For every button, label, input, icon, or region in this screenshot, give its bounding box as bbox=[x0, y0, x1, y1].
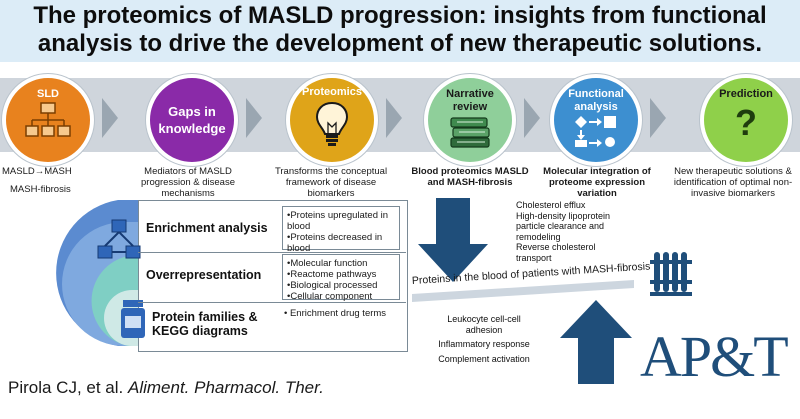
row-families-title: Protein families & KEGG diagrams bbox=[152, 310, 258, 338]
row-overrepresentation-box: •Molecular function •Reactome pathways •… bbox=[282, 254, 400, 302]
step-narrative-circle: Narrative review bbox=[424, 74, 516, 166]
row-enrichment-item: •Proteins decreased in blood bbox=[287, 232, 383, 254]
upper-terms: Cholesterol efflux High-density lipoprot… bbox=[516, 200, 616, 263]
step-narrative-caption: Blood proteomics MASLD and MASH-fibrosis bbox=[411, 166, 529, 188]
journal-logo: AP&T bbox=[640, 324, 789, 389]
step-narrative-label: Narrative review bbox=[446, 88, 494, 113]
step-prediction-circle: Prediction ? bbox=[700, 74, 792, 166]
row-overrepresentation-item: •Cellular component bbox=[287, 291, 373, 302]
org-chart-icon bbox=[25, 102, 71, 137]
chevron-right-icon bbox=[650, 98, 666, 138]
chevron-right-icon bbox=[246, 98, 262, 138]
step-proteomics-circle: Proteomics bbox=[286, 74, 378, 166]
step-functional-circle: Functional analysis bbox=[550, 74, 642, 166]
lower-term: Leukocyte cell-cell adhesion bbox=[447, 314, 521, 335]
row-overrepresentation-item: •Reactome pathways bbox=[287, 269, 377, 280]
analysis-arc-graphic bbox=[56, 200, 138, 346]
citation: Pirola CJ, et al. Aliment. Pharmacol. Th… bbox=[8, 378, 324, 398]
step-proteomics-caption: Transforms the conceptual framework of d… bbox=[274, 166, 388, 199]
step-prediction-label: Prediction bbox=[719, 88, 773, 100]
banner-bar bbox=[412, 280, 634, 302]
title-line-2: analysis to drive the development of new… bbox=[37, 30, 763, 57]
row-overrepresentation-item: •Biological processed bbox=[287, 280, 378, 291]
step-sld-caption-2: MASH-fibrosis bbox=[10, 184, 71, 195]
row-overrepresentation-title: Overrepresentation bbox=[146, 268, 262, 282]
lower-term: Complement activation bbox=[438, 353, 530, 364]
citation-journal: Aliment. Pharmacol. Ther. bbox=[128, 378, 324, 397]
step-functional-label: Functional analysis bbox=[568, 88, 624, 113]
citation-authors: Pirola CJ, et al. bbox=[8, 378, 128, 397]
step-sld-label: SLD bbox=[37, 88, 59, 100]
test-tubes-icon bbox=[650, 252, 692, 296]
row-divider bbox=[138, 302, 406, 303]
title-banner bbox=[0, 0, 800, 62]
step-gaps-circle: Gaps in knowledge bbox=[146, 74, 238, 166]
workflow-band bbox=[0, 78, 800, 152]
step-functional-caption: Molecular integration of proteome expres… bbox=[543, 166, 651, 199]
step-gaps-caption: Mediators of MASLD progression & disease… bbox=[141, 166, 235, 199]
flowchart-icon bbox=[575, 116, 616, 147]
upper-term: Cholesterol efflux bbox=[516, 200, 586, 210]
page-title: The proteomics of MASLD progression: ins… bbox=[0, 2, 800, 58]
network-cubes-icon bbox=[97, 219, 141, 259]
row-families-box: • Enrichment drug terms bbox=[284, 308, 400, 319]
step-sld-caption-1: MASLD→MASH bbox=[2, 166, 72, 177]
upper-term: Reverse cholesterol transport bbox=[516, 242, 596, 263]
row-enrichment-box: •Proteins upregulated in blood •Proteins… bbox=[282, 206, 400, 254]
chevron-right-icon bbox=[102, 98, 118, 138]
chevron-right-icon bbox=[524, 98, 540, 138]
step-gaps-label: Gaps in knowledge bbox=[158, 104, 226, 136]
lightbulb-icon bbox=[315, 101, 349, 146]
upper-term: High-density lipoprotein particle cleara… bbox=[516, 210, 611, 242]
row-families-item: • Enrichment drug terms bbox=[284, 308, 387, 319]
step-proteomics-label: Proteomics bbox=[302, 86, 362, 98]
row-divider bbox=[138, 252, 406, 253]
row-enrichment-item: •Proteins upregulated in blood bbox=[287, 210, 389, 232]
arrow-up-icon bbox=[560, 300, 632, 384]
arrow-down-icon bbox=[418, 198, 488, 282]
question-icon: ? bbox=[735, 102, 757, 143]
step-sld-circle: SLD bbox=[2, 74, 94, 166]
books-icon bbox=[450, 117, 490, 148]
lower-terms: Leukocyte cell-cell adhesion Inflammator… bbox=[436, 314, 532, 364]
step-prediction-caption: New therapeutic solutions & identificati… bbox=[673, 166, 793, 199]
lower-term: Inflammatory response bbox=[438, 339, 530, 349]
chevron-right-icon bbox=[386, 98, 402, 138]
title-line-1: The proteomics of MASLD progression: ins… bbox=[33, 2, 767, 29]
pill-bottle-icon bbox=[121, 300, 145, 338]
row-overrepresentation-item: •Molecular function bbox=[287, 258, 368, 269]
row-enrichment-title: Enrichment analysis bbox=[146, 221, 268, 235]
